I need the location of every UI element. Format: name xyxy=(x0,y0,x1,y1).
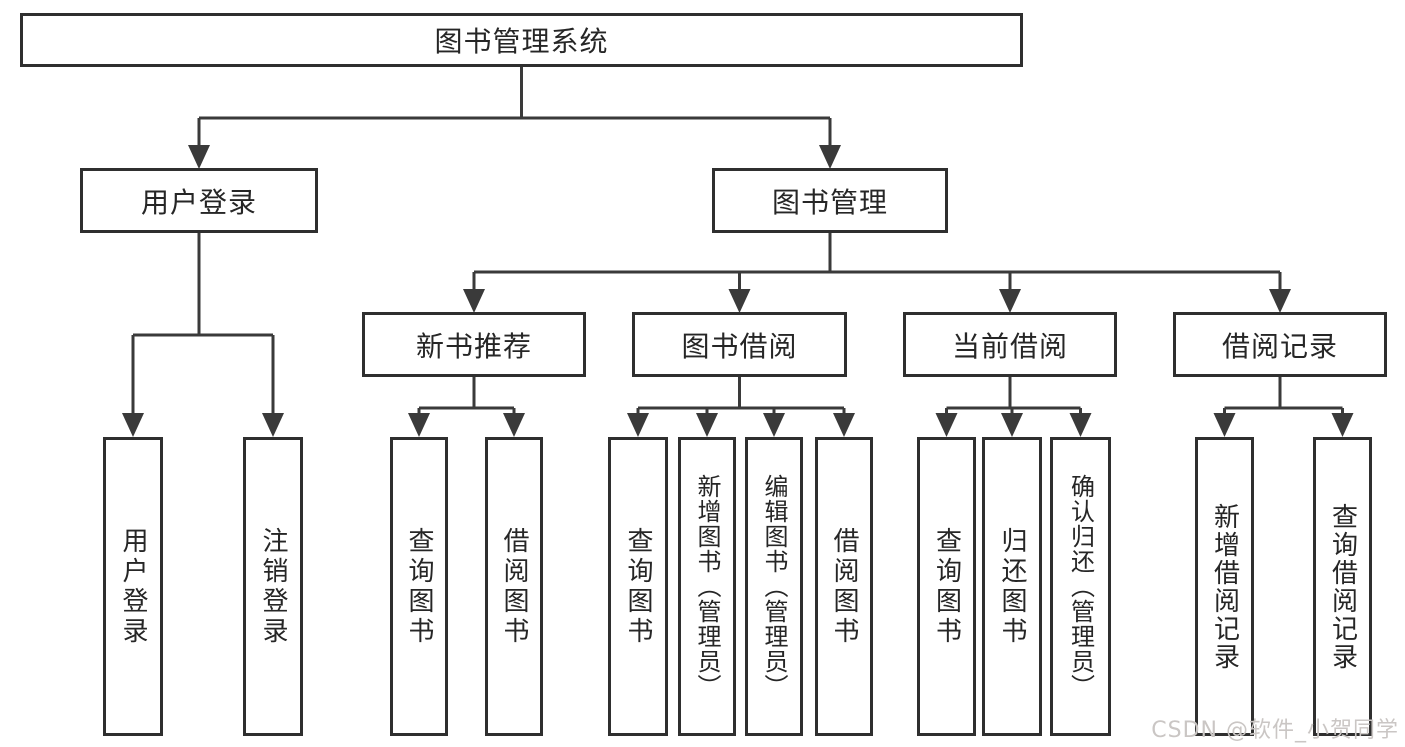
node-rec-borrow-book: 借阅图书 xyxy=(485,437,543,736)
node-bb-add-book-admin: 新增图书（管理员） xyxy=(678,437,736,736)
connector-skeleton xyxy=(133,67,1343,410)
node-new-book-recommendation: 新书推荐 xyxy=(362,312,586,377)
node-book-borrowing: 图书借阅 xyxy=(632,312,847,377)
node-user-login: 用户登录 xyxy=(80,168,318,233)
node-library-management-system: 图书管理系统 xyxy=(20,13,1023,67)
node-logout: 注销登录 xyxy=(243,437,303,736)
node-cb-confirm-return-admin: 确认归还（管理员） xyxy=(1050,437,1111,736)
node-cb-return-book: 归还图书 xyxy=(982,437,1042,736)
node-br-query-record: 查询借阅记录 xyxy=(1313,437,1372,736)
node-borrowing-records: 借阅记录 xyxy=(1173,312,1387,377)
node-cb-query-book: 查询图书 xyxy=(917,437,976,736)
node-br-add-record: 新增借阅记录 xyxy=(1195,437,1254,736)
node-book-management: 图书管理 xyxy=(712,168,948,233)
node-bb-borrow-book: 借阅图书 xyxy=(815,437,873,736)
node-user-login-leaf: 用户登录 xyxy=(103,437,163,736)
node-bb-edit-book-admin: 编辑图书（管理员） xyxy=(745,437,803,736)
node-current-borrowing: 当前借阅 xyxy=(903,312,1117,377)
node-bb-query-book: 查询图书 xyxy=(608,437,668,736)
node-rec-query-book: 查询图书 xyxy=(390,437,448,736)
